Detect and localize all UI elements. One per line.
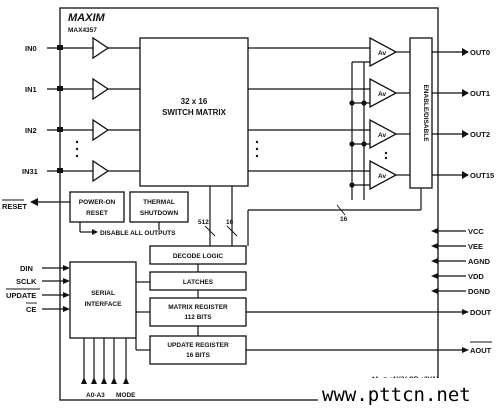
thermal-shutdown-line1: THERMAL bbox=[143, 199, 175, 206]
pin-label-vee: VEE bbox=[468, 242, 483, 251]
matrix-register-line2: 112 BITS bbox=[184, 314, 212, 321]
update-register-line2: 16 BITS bbox=[186, 352, 211, 359]
update-register-line1: UPDATE REGISTER bbox=[167, 342, 229, 349]
pin-label-vdd: VDD bbox=[468, 272, 484, 281]
address-pins: A0-A3 MODE bbox=[81, 338, 136, 399]
thermal-shutdown-line2: SHUTDOWN bbox=[140, 210, 179, 217]
pin-label-dout: DOUT bbox=[470, 308, 492, 317]
thermal-shutdown-block bbox=[129, 191, 189, 223]
input-label-in0: IN0 bbox=[25, 44, 37, 53]
input-label-in31: IN31 bbox=[22, 167, 38, 176]
input-buffer-icon bbox=[92, 159, 110, 183]
serial-interface-line2: INTERFACE bbox=[85, 301, 123, 308]
decode-logic-label: DECODE LOGIC bbox=[173, 253, 224, 260]
watermark-text: www.pttcn.net bbox=[322, 384, 471, 406]
disable-all-outputs-label: DISABLE ALL OUTPUTS bbox=[100, 230, 176, 237]
bus-width-512: 512 bbox=[198, 219, 209, 226]
input-buffer-icon bbox=[92, 36, 110, 60]
amplifier-icon bbox=[369, 36, 398, 68]
amplifier-icon bbox=[369, 118, 398, 150]
pin-label-din: DIN bbox=[20, 264, 33, 273]
amp-gain-label: Av bbox=[378, 91, 386, 98]
power-on-reset-line2: RESET bbox=[86, 210, 108, 217]
input-buffer-icon bbox=[92, 118, 110, 142]
pin-label-update: UPDATE bbox=[6, 291, 36, 300]
output-label-out15: OUT15 bbox=[470, 171, 494, 180]
address-pins-label: A0-A3 bbox=[86, 392, 105, 399]
amp-gain-label: Av bbox=[378, 173, 386, 180]
serial-input-pins: DIN SCLK UPDATE CE bbox=[6, 264, 70, 314]
input-buffer-icon bbox=[92, 77, 110, 101]
pin-label-ce: CE bbox=[26, 305, 36, 314]
switch-matrix-line1: 32 x 16 bbox=[181, 97, 208, 106]
mode-pin-label: MODE bbox=[116, 392, 136, 399]
serial-interface-line1: SERIAL bbox=[91, 290, 115, 297]
output-pins: OUT0 OUT1 OUT2 OUT15 bbox=[432, 48, 494, 180]
pin-label-agnd: AGND bbox=[468, 257, 491, 266]
input-pins: IN0 IN1 IN2 IN31 bbox=[22, 36, 140, 183]
amplifier-icon bbox=[369, 159, 398, 191]
watermark-background bbox=[318, 378, 500, 408]
amplifier-icon bbox=[369, 77, 398, 109]
part-number: MAX4357 bbox=[68, 27, 97, 34]
enable-disable-label: ENABLE/DISABLE bbox=[422, 84, 429, 142]
input-label-in2: IN2 bbox=[25, 126, 37, 135]
latches-label: LATCHES bbox=[183, 279, 214, 286]
reset-pin-label: RESET bbox=[2, 202, 27, 211]
output-label-out2: OUT2 bbox=[470, 130, 490, 139]
switch-matrix-line2: SWITCH MATRIX bbox=[162, 108, 227, 117]
pin-label-dgnd: DGND bbox=[468, 287, 491, 296]
bus-width-16-right: 16 bbox=[340, 216, 348, 223]
pin-label-vcc: VCC bbox=[468, 227, 484, 236]
matrix-register-line1: MATRIX REGISTER bbox=[168, 304, 228, 311]
amp-gain-label: Av bbox=[378, 132, 386, 139]
feedback-network bbox=[349, 61, 370, 200]
input-label-in1: IN1 bbox=[25, 85, 37, 94]
pin-label-sclk: SCLK bbox=[16, 277, 37, 286]
bus-width-16-left: 16 bbox=[226, 219, 234, 226]
chip-logo: MAXIM bbox=[68, 12, 106, 24]
update-register-block bbox=[149, 335, 247, 365]
power-on-reset-block bbox=[69, 191, 125, 223]
serial-interface-block bbox=[69, 261, 137, 339]
output-label-out0: OUT0 bbox=[470, 48, 490, 57]
matrix-output-lines bbox=[248, 47, 370, 172]
matrix-register-block bbox=[149, 297, 247, 327]
pin-label-aout: AOUT bbox=[470, 346, 492, 355]
output-label-out1: OUT1 bbox=[470, 89, 490, 98]
output-amplifiers: Av Av Av Av bbox=[369, 36, 398, 191]
power-pins: VCC VEE AGND VDD DGND bbox=[431, 227, 491, 296]
power-on-reset-line1: POWER-ON bbox=[79, 199, 116, 206]
switch-matrix-block bbox=[139, 37, 249, 187]
amp-gain-label: Av bbox=[378, 50, 386, 57]
